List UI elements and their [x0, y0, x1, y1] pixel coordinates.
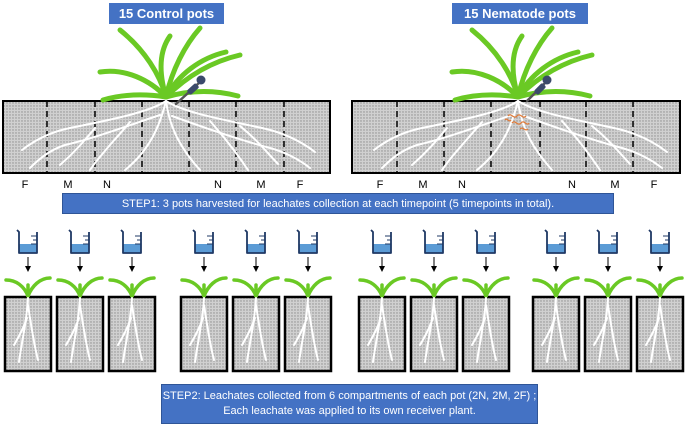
- nematode-worms-icon: [504, 114, 530, 131]
- compartment-label: F: [296, 179, 304, 191]
- beaker-icon: [244, 229, 266, 254]
- beaker-icon: [474, 229, 496, 254]
- nematode-plant-leaves: [449, 25, 595, 103]
- arrow-down-icon: [431, 257, 437, 272]
- receiver-roots: [593, 297, 619, 363]
- receiver-roots: [419, 297, 445, 363]
- receiver-unit: [583, 229, 633, 373]
- beaker-icon: [296, 229, 318, 254]
- arrow-down-icon: [605, 257, 611, 272]
- arrow-down-icon: [379, 257, 385, 272]
- arrow-down-icon: [77, 257, 83, 272]
- receiver-unit: [179, 229, 229, 373]
- compartment-label: N: [458, 179, 466, 191]
- step2-line2: Each leachate was applied to its own rec…: [223, 405, 476, 417]
- receiver-unit: [357, 229, 407, 373]
- receiver-leaves: [180, 276, 228, 298]
- receiver-roots: [65, 297, 91, 363]
- receiver-roots: [293, 297, 319, 363]
- arrow-down-icon: [305, 257, 311, 272]
- arrow-down-icon: [201, 257, 207, 272]
- nematode-pot-box: [351, 100, 681, 174]
- receiver-unit: [3, 229, 53, 373]
- compartment-label: N: [103, 179, 111, 191]
- control-pot: [2, 25, 331, 174]
- nematode-pots-title: 15 Nematode pots: [452, 3, 588, 24]
- receiver-unit: [635, 229, 685, 373]
- receiver-unit: [107, 229, 157, 373]
- control-pots-title: 15 Control pots: [109, 3, 224, 24]
- arrow-down-icon: [483, 257, 489, 272]
- receiver-unit: [461, 229, 511, 373]
- receiver-leaves: [56, 276, 104, 298]
- receiver-leaves: [410, 276, 458, 298]
- receiver-roots: [471, 297, 497, 363]
- receiver-unit: [283, 229, 333, 373]
- beaker-icon: [120, 229, 142, 254]
- receiver-unit: [531, 229, 581, 373]
- receiver-unit: [55, 229, 105, 373]
- receiver-leaves: [4, 276, 52, 298]
- control-roots: [21, 100, 316, 171]
- compartment-label: M: [63, 179, 73, 191]
- control-pot-box: [2, 100, 331, 174]
- arrow-down-icon: [25, 257, 31, 272]
- nematode-roots: [373, 100, 668, 171]
- beaker-icon: [370, 229, 392, 254]
- receiver-unit: [231, 229, 281, 373]
- step2-line1: STEP2: Leachates collected from 6 compar…: [162, 390, 537, 403]
- receiver-leaves: [232, 276, 280, 298]
- receiver-leaves: [284, 276, 332, 298]
- receiver-roots: [645, 297, 671, 363]
- beaker-icon: [192, 229, 214, 254]
- compartment-label: M: [256, 179, 266, 191]
- pipette-icon: [525, 75, 552, 103]
- receiver-leaves: [462, 276, 510, 298]
- receiver-roots: [13, 297, 39, 363]
- control-plant-leaves: [97, 25, 243, 103]
- compartment-label: F: [650, 179, 658, 191]
- receiver-plants: [3, 229, 685, 373]
- pipette-icon: [174, 75, 206, 106]
- receiver-leaves: [584, 276, 632, 298]
- receiver-leaves: [636, 276, 684, 298]
- compartment-label: N: [568, 179, 576, 191]
- nematode-pot: [351, 25, 681, 174]
- arrow-down-icon: [553, 257, 559, 272]
- beaker-icon: [648, 229, 670, 254]
- arrow-down-icon: [253, 257, 259, 272]
- compartment-label: F: [376, 179, 384, 191]
- compartment-label: M: [418, 179, 428, 191]
- step2-box: STEP2: Leachates collected from 6 compar…: [161, 384, 538, 424]
- receiver-leaves: [532, 276, 580, 298]
- step1-box: STEP1: 3 pots harvested for leachates co…: [62, 193, 614, 214]
- receiver-roots: [241, 297, 267, 363]
- beaker-icon: [68, 229, 90, 254]
- arrow-down-icon: [657, 257, 663, 272]
- beaker-icon: [422, 229, 444, 254]
- arrow-down-icon: [129, 257, 135, 272]
- receiver-roots: [367, 297, 393, 363]
- compartment-label: F: [21, 179, 29, 191]
- receiver-roots: [189, 297, 215, 363]
- receiver-leaves: [358, 276, 406, 298]
- beaker-icon: [544, 229, 566, 254]
- compartment-label: M: [610, 179, 620, 191]
- beaker-icon: [16, 229, 38, 254]
- receiver-leaves: [108, 276, 156, 298]
- beaker-icon: [596, 229, 618, 254]
- receiver-unit: [409, 229, 459, 373]
- receiver-roots: [117, 297, 143, 363]
- receiver-roots: [541, 297, 567, 363]
- compartment-label: N: [214, 179, 222, 191]
